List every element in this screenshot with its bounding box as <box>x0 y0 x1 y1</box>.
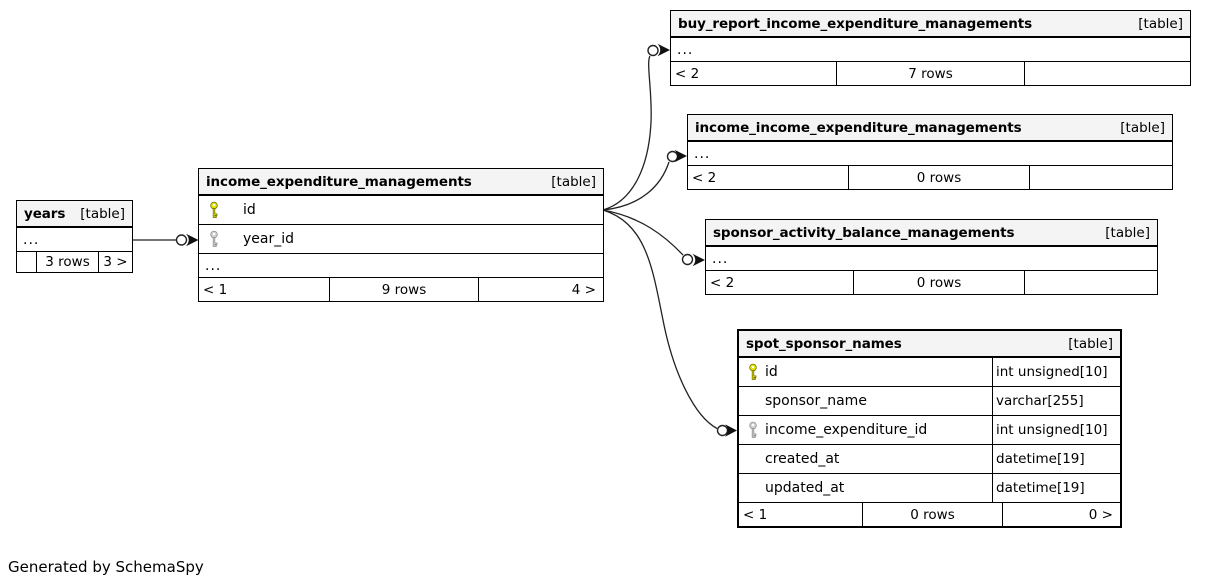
table-spot-sponsor-names: spot_sponsor_names [table] id int unsign… <box>737 329 1122 528</box>
column-name: income_expenditure_id <box>765 422 928 438</box>
footer-row-count: 9 rows <box>329 278 478 301</box>
column-row-id: id int unsigned[10] <box>739 358 1120 387</box>
table-header: years [table] <box>17 201 132 228</box>
column-name: id <box>765 364 778 380</box>
table-footer: < 2 0 rows <box>706 271 1157 294</box>
footer-children: 0 > <box>1002 503 1120 526</box>
ellipsis-row: ... <box>688 142 1172 166</box>
column-row-year-id: year_id <box>199 225 603 254</box>
table-income-expenditure-managements: income_expenditure_managements [table] i… <box>198 168 604 302</box>
column-row-sponsor-name: sponsor_name varchar[255] <box>739 387 1120 416</box>
footer-row-count: 0 rows <box>848 166 1029 189</box>
ellipsis-row: ... <box>706 247 1157 271</box>
table-footer: < 2 0 rows <box>688 166 1172 189</box>
column-row-created-at: created_at datetime[19] <box>739 445 1120 474</box>
table-header: income_expenditure_managements [table] <box>199 169 603 196</box>
edge-center-to-buy-report <box>602 43 670 211</box>
table-years: years [table] ... 3 rows 3 > <box>16 200 133 273</box>
footer-children <box>1029 166 1172 189</box>
table-tag: [table] <box>1138 15 1183 32</box>
table-tag: [table] <box>1120 119 1165 136</box>
footer-children <box>1024 62 1190 85</box>
edge-center-to-income-income <box>602 149 687 211</box>
table-tag: [table] <box>80 205 125 222</box>
footer-row-count: 7 rows <box>836 62 1024 85</box>
column-type: int unsigned[10] <box>992 416 1120 444</box>
table-footer: < 1 9 rows 4 > <box>199 278 603 301</box>
table-tag: [table] <box>1068 335 1113 352</box>
table-name-link[interactable]: income_income_expenditure_managements <box>695 119 1022 136</box>
edge-years-to-center <box>133 233 199 247</box>
column-row-updated-at: updated_at datetime[19] <box>739 474 1120 503</box>
footer-parents: < 1 <box>203 281 228 298</box>
column-name-cell: updated_at <box>739 474 992 502</box>
footer-parents: < 2 <box>710 274 735 291</box>
column-name: id <box>243 202 256 218</box>
footer-parents: < 1 <box>743 506 768 523</box>
footer-row-count: 0 rows <box>862 503 1002 526</box>
column-type: int unsigned[10] <box>992 358 1120 386</box>
column-name-cell: created_at <box>739 445 992 473</box>
column-name: updated_at <box>765 480 845 496</box>
table-name-link[interactable]: buy_report_income_expenditure_management… <box>678 15 1033 32</box>
table-name-link[interactable]: years <box>24 205 66 222</box>
footer-parents: < 2 <box>692 169 717 186</box>
foreign-key-icon <box>749 421 757 438</box>
table-header: buy_report_income_expenditure_management… <box>671 11 1190 38</box>
footer-row-count: 0 rows <box>853 271 1024 294</box>
footer-parents: < 2 <box>675 65 700 82</box>
column-name-cell: id <box>739 358 992 386</box>
footer-children <box>1024 271 1157 294</box>
table-tag: [table] <box>551 173 596 190</box>
footer-row-count: 3 rows <box>36 252 98 272</box>
table-footer: 3 rows 3 > <box>17 252 132 272</box>
table-footer: < 1 0 rows 0 > <box>739 503 1120 526</box>
footer-children: 4 > <box>478 278 603 301</box>
table-footer: < 2 7 rows <box>671 62 1190 85</box>
table-name-link[interactable]: income_expenditure_managements <box>206 173 472 190</box>
ellipsis-row: ... <box>17 228 132 252</box>
table-header: sponsor_activity_balance_managements [ta… <box>706 220 1157 247</box>
column-name: sponsor_name <box>765 393 867 409</box>
foreign-key-icon <box>210 230 218 247</box>
ellipsis-row: ... <box>199 254 603 278</box>
table-header: spot_sponsor_names [table] <box>739 331 1120 358</box>
table-name-link[interactable]: spot_sponsor_names <box>746 335 902 352</box>
footer-children: 3 > <box>98 252 132 272</box>
column-name: year_id <box>243 231 295 247</box>
ellipsis-row: ... <box>671 38 1190 62</box>
column-row-income-expenditure-id: income_expenditure_id int unsigned[10] <box>739 416 1120 445</box>
column-type: varchar[255] <box>992 387 1120 415</box>
column-type: datetime[19] <box>992 445 1120 473</box>
table-header: income_income_expenditure_managements [t… <box>688 115 1172 142</box>
table-tag: [table] <box>1105 224 1150 241</box>
edge-center-to-sponsor-activity <box>602 209 705 267</box>
footer-parents <box>17 252 36 272</box>
generator-note: Generated by SchemaSpy <box>8 558 204 576</box>
column-row-id: id <box>199 196 603 225</box>
column-name: created_at <box>765 451 840 467</box>
table-sponsor-activity-balance-managements: sponsor_activity_balance_managements [ta… <box>705 219 1158 295</box>
primary-key-icon <box>749 363 757 380</box>
primary-key-icon <box>210 201 218 218</box>
column-name-cell: sponsor_name <box>739 387 992 415</box>
table-income-income-expenditure-managements: income_income_expenditure_managements [t… <box>687 114 1173 190</box>
column-type: datetime[19] <box>992 474 1120 502</box>
table-name-link[interactable]: sponsor_activity_balance_managements <box>713 224 1015 241</box>
column-name-cell: income_expenditure_id <box>739 416 992 444</box>
table-buy-report-income-expenditure-managements: buy_report_income_expenditure_management… <box>670 10 1191 86</box>
